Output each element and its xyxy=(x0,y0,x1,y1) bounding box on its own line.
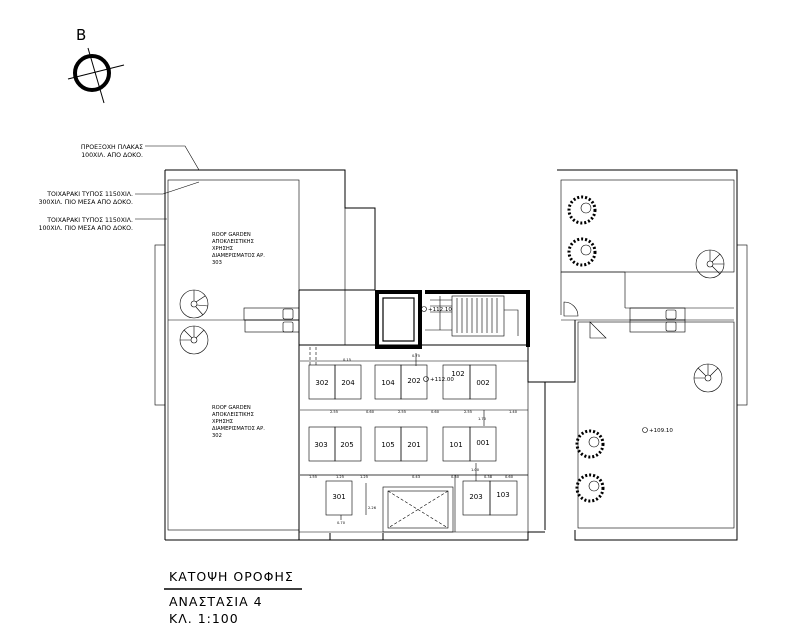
room-302-line-1: ROOF GARDEN xyxy=(212,405,251,411)
unit-201-label: 201 xyxy=(407,441,420,449)
unit-202-label: 202 xyxy=(407,377,420,385)
room-303-line-5: 303 xyxy=(212,260,222,266)
dim-0-30: 0.30 xyxy=(451,475,460,479)
tree-symbols xyxy=(567,195,605,503)
dim-1-70: 1.70 xyxy=(478,417,487,421)
unit-301 xyxy=(325,480,353,516)
dim-1-25-b: 1.25 xyxy=(360,475,368,479)
dim-1-25-a: 1.25 xyxy=(336,475,344,479)
slab-note-leader xyxy=(145,145,200,171)
dimension-lines: 0.15 0.75 2.55 0.60 2.55 0.60 2.55 1.40 … xyxy=(300,353,528,525)
wall-note-2: ΤΟΙΧΑΡΑΚΙ ΤΥΠΟΣ 1150ΧΙΛ. 100ΧΙΛ. ΠΙΟ ΜΕΣ… xyxy=(39,217,167,232)
void-opening xyxy=(382,486,454,533)
unit-204 xyxy=(334,364,362,400)
spiral-stair-right-2 xyxy=(693,363,723,393)
wall-note-1-leader xyxy=(135,181,200,195)
tree-1 xyxy=(567,195,597,225)
tree-2 xyxy=(567,237,597,267)
dim-2-55-b: 2.55 xyxy=(398,410,406,414)
room-302-line-3: ΧΡΗΣΗΣ xyxy=(212,419,233,425)
unit-105-label: 105 xyxy=(381,441,394,449)
wall-note-2-line-1: ΤΟΙΧΑΡΑΚΙ ΤΥΠΟΣ 1150ΧΙΛ. xyxy=(46,217,133,224)
dim-1-00: 1.00 xyxy=(471,468,480,472)
dim-0-43: 0.43 xyxy=(412,475,420,479)
unit-101-label: 101 xyxy=(449,441,462,449)
dim-2-55-c: 2.55 xyxy=(464,410,472,414)
room-303-line-1: ROOF GARDEN xyxy=(212,232,251,238)
unit-204-label: 204 xyxy=(341,379,355,387)
level-109-10: +109.10 xyxy=(649,428,673,434)
title-block: ΚΑΤΟΨΗ ΟΡΟΦΗΣ ΑΝΑΣΤΑΣΙΑ 4 ΚΛ. 1:100 xyxy=(164,569,302,626)
slab-note-line-2: 100ΧΙΛ. ΑΠΟ ΔΟΚΟ. xyxy=(81,152,143,159)
dim-1-40: 1.40 xyxy=(509,410,518,414)
room-303-line-3: ΧΡΗΣΗΣ xyxy=(212,246,233,252)
wall-note-1-line-2: 300ΧΙΛ. ΠΙΟ ΜΕΣΑ ΑΠΟ ΔΟΚΟ. xyxy=(39,199,133,206)
level-112-10: +112.10 xyxy=(428,307,452,313)
unit-103-label: 103 xyxy=(496,491,509,499)
unit-002-label: 002 xyxy=(476,379,489,387)
room-303-line-4: ΔΙΑΜΕΡΙΣΜΑΤΟΣ ΑΡ. xyxy=(212,253,265,259)
unit-104-label: 104 xyxy=(381,379,395,387)
north-axis xyxy=(87,47,105,104)
unit-203-label: 203 xyxy=(469,493,482,501)
dim-0-15: 0.15 xyxy=(343,358,351,362)
level-markers: +112.00 +109.10 xyxy=(423,376,673,434)
dim-0-60-a: 0.60 xyxy=(366,410,375,414)
unit-002 xyxy=(469,364,497,400)
unit-001 xyxy=(469,426,497,462)
north-arrow: B xyxy=(67,26,125,104)
title-project-name: ΑΝΑΣΤΑΣΙΑ 4 xyxy=(169,594,263,609)
wall-note-1-line-1: ΤΟΙΧΑΡΑΚΙ ΤΥΠΟΣ 1150ΧΙΛ. xyxy=(46,191,133,198)
dim-2-26: 2.26 xyxy=(368,506,377,510)
level-112-00: +112.00 xyxy=(430,377,454,383)
dim-2-55-a: 2.55 xyxy=(330,410,338,414)
unit-205-label: 205 xyxy=(340,441,353,449)
room-302-line-4: ΔΙΑΜΕΡΙΣΜΑΤΟΣ ΑΡ. xyxy=(212,426,265,432)
north-circle xyxy=(73,54,111,92)
unit-102-label: 102 xyxy=(451,370,464,378)
unit-103 xyxy=(489,480,518,516)
left-wing xyxy=(154,169,376,541)
unit-302-label: 302 xyxy=(315,379,328,387)
wall-note-1: ΤΟΙΧΑΡΑΚΙ ΤΥΠΟΣ 1150ΧΙΛ. 300ΧΙΛ. ΠΙΟ ΜΕΣ… xyxy=(39,181,200,206)
north-label: B xyxy=(76,26,86,44)
center-block xyxy=(298,344,545,541)
room-label-303: ROOF GARDEN ΑΠΟΚΛΕΙΣΤΙΚΗΣ ΧΡΗΣΗΣ ΔΙΑΜΕΡΙ… xyxy=(212,232,265,266)
dim-0-75: 0.75 xyxy=(412,354,420,358)
stair-core: +112.10 xyxy=(375,290,530,349)
room-302-line-2: ΑΠΟΚΛΕΙΣΤΙΚΗΣ xyxy=(212,412,254,418)
room-303-line-2: ΑΠΟΚΛΕΙΣΤΙΚΗΣ xyxy=(212,239,254,245)
unit-205 xyxy=(334,426,362,462)
left-wing-top-outline xyxy=(165,169,376,290)
unit-001-label: 001 xyxy=(476,439,489,447)
unit-202 xyxy=(400,364,428,400)
north-crossline xyxy=(67,64,125,80)
unit-303-label: 303 xyxy=(314,441,327,449)
wall-note-2-line-2: 100ΧΙΛ. ΠΙΟ ΜΕΣΑ ΑΠΟ ΔΟΚΟ. xyxy=(39,225,133,232)
dim-0-60-b: 0.60 xyxy=(431,410,440,414)
spiral-stair-left-1 xyxy=(179,289,209,319)
spiral-stair-left-2 xyxy=(179,325,209,355)
dim-0-38: 0.38 xyxy=(484,475,493,479)
dim-0-70: 0.70 xyxy=(337,521,346,525)
title-plan-name: ΚΑΤΟΨΗ ΟΡΟΦΗΣ xyxy=(169,569,294,584)
spiral-stair-right-1 xyxy=(695,249,725,279)
lift-shaft-wall xyxy=(375,290,422,349)
dim-0-60-c: 0.60 xyxy=(505,475,514,479)
title-scale: ΚΛ. 1:100 xyxy=(169,611,239,626)
right-wing xyxy=(544,169,748,541)
room-label-302: ROOF GARDEN ΑΠΟΚΛΕΙΣΤΙΚΗΣ ΧΡΗΣΗΣ ΔΙΑΜΕΡΙ… xyxy=(212,405,265,439)
unit-boxes: 302 204 104 202 102 002 303 205 105 201 … xyxy=(308,364,518,516)
slab-note-line-1: ΠΡΟΕΞΟΧΗ ΠΛΑΚΑΣ xyxy=(81,144,143,151)
tree-4 xyxy=(575,473,605,503)
tree-3 xyxy=(575,429,605,459)
room-302-line-5: 302 xyxy=(212,433,222,439)
unit-201 xyxy=(400,426,428,462)
dim-1-55: 1.55 xyxy=(309,475,317,479)
unit-301-label: 301 xyxy=(332,493,345,501)
slab-note: ΠΡΟΕΞΟΧΗ ΠΛΑΚΑΣ 100ΧΙΛ. ΑΠΟ ΔΟΚΟ. xyxy=(81,144,200,171)
